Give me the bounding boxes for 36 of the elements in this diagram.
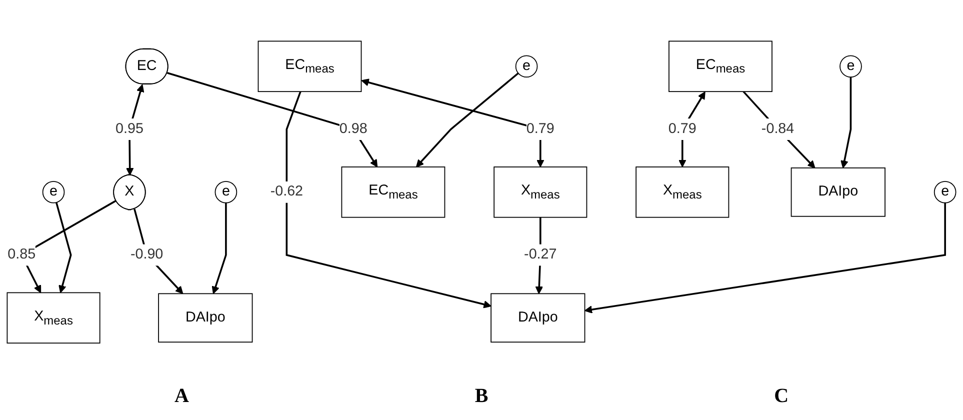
node-circle	[42, 181, 65, 204]
node-box	[6, 292, 100, 344]
node-box	[258, 41, 362, 92]
node-box	[636, 166, 730, 218]
arrow	[742, 91, 816, 169]
arrow	[584, 203, 946, 314]
panel-letter: B	[474, 385, 488, 408]
edge-label: -0.62	[270, 184, 304, 200]
arrow	[166, 72, 378, 168]
arrow	[361, 78, 544, 168]
node-circle	[515, 56, 538, 78]
edge-label: 0.98	[339, 122, 368, 137]
edge-label: 0.85	[8, 247, 36, 263]
node-box	[494, 166, 588, 218]
panel-letter: C	[774, 385, 789, 408]
arrow	[212, 203, 227, 294]
node-box	[790, 168, 886, 218]
panel-letter: A	[174, 385, 189, 408]
arrow	[840, 77, 852, 169]
node-box	[158, 294, 253, 343]
node-circle	[214, 181, 238, 204]
node-circle	[840, 56, 862, 78]
path-diagram: 0.95 0.98 0.85 -0.90 0.79 -0.62 -0.27 0.79 -0.84 EC e e e EC$_{meas}$ e EC$_{meas}$ e X EC$_{meas}$ X$_{meas}$ X$_{meas}$ DAIpo X$_{meas}$ DAIpo DAIpo	[0, 34, 963, 351]
edge-label: 0.79	[668, 122, 696, 137]
arrow	[286, 92, 492, 309]
edge-label: 0.79	[526, 122, 554, 137]
arrow	[56, 202, 72, 294]
node-box	[668, 41, 772, 92]
edge-label: 0.95	[115, 122, 144, 137]
edge-label: -0.84	[761, 122, 794, 137]
arrow	[416, 72, 519, 168]
edge-label: -0.90	[130, 247, 164, 263]
node-circle	[934, 181, 956, 204]
node-box	[341, 166, 446, 218]
edge-label: -0.27	[524, 247, 557, 263]
node-box	[490, 294, 586, 343]
